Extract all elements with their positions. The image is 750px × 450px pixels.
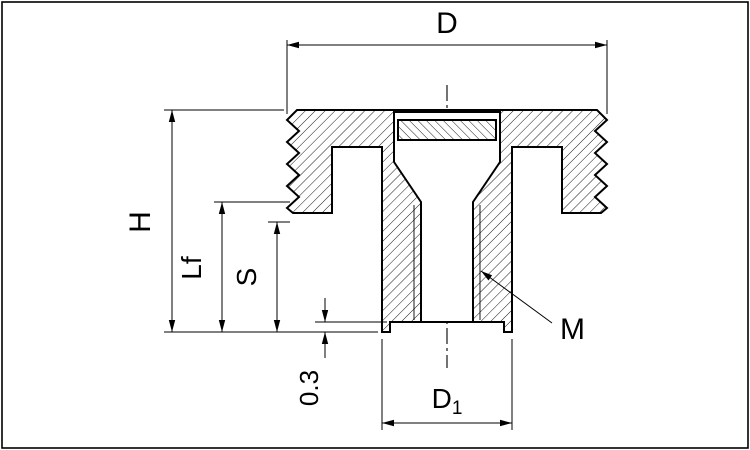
arrowhead [218, 202, 226, 214]
dimension-hub-diameter: D1 [381, 339, 513, 430]
dimension-thread-depth: S [231, 221, 290, 332]
label-hub-diameter: D1 [432, 383, 463, 419]
insert-head [397, 119, 497, 141]
arrowhead [273, 222, 281, 234]
arrowhead [321, 332, 329, 344]
label-insert-length: Lf [176, 256, 207, 280]
label-protrusion: 0.3 [294, 370, 324, 406]
label-height: H [124, 211, 157, 233]
label-hub-diameter-subscript: 1 [452, 398, 463, 419]
label-thread-depth: S [231, 268, 262, 287]
label-outer-diameter: D [436, 7, 458, 40]
arrowhead [321, 310, 329, 322]
dimension-outer-diameter: D [286, 7, 608, 114]
arrowhead [218, 320, 226, 332]
arrowhead [287, 41, 299, 49]
dimension-protrusion: 0.3 [294, 298, 387, 406]
arrowhead [168, 110, 176, 122]
arrowhead [273, 320, 281, 332]
arrowhead [500, 419, 512, 427]
dimension-height: H [124, 109, 378, 333]
leader-arrowhead [481, 271, 493, 281]
leader-line [480, 270, 553, 324]
dimension-insert-length: Lf [176, 201, 290, 332]
arrowhead [382, 419, 394, 427]
arrowhead [595, 41, 607, 49]
label-hub-diameter-main: D [432, 383, 452, 414]
arrowhead [168, 320, 176, 332]
center-cavity [393, 111, 501, 323]
callout-thread: M [480, 270, 585, 346]
label-thread: M [560, 313, 585, 346]
knob-body-section [285, 109, 609, 333]
